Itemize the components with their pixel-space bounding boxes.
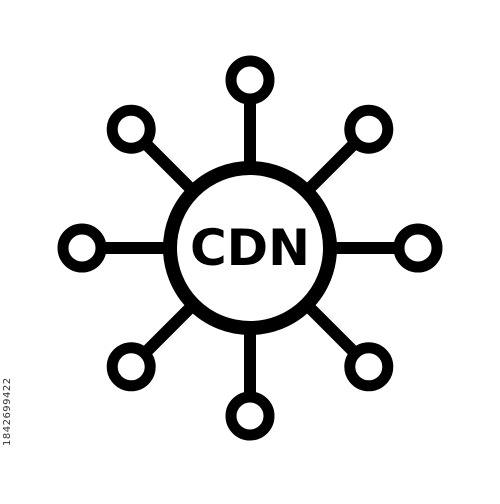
node-right (393, 223, 443, 273)
cdn-label: CDN (190, 219, 310, 277)
spoke-top-left (140, 138, 198, 196)
spokes-group (101, 99, 399, 397)
spoke-top-right (302, 138, 360, 196)
node-bottom-right (344, 342, 394, 392)
node-top-right (344, 104, 394, 154)
node-left (57, 223, 107, 273)
center-hub-circle (163, 161, 337, 335)
node-bottom (225, 391, 275, 441)
node-bottom-left (106, 342, 156, 392)
node-top-left (106, 104, 156, 154)
nodes-group (57, 55, 443, 441)
stock-id-text: 1842699422 (2, 377, 13, 446)
spoke-bottom-left (140, 300, 198, 358)
spoke-bottom-right (302, 300, 360, 358)
node-top (225, 55, 275, 105)
